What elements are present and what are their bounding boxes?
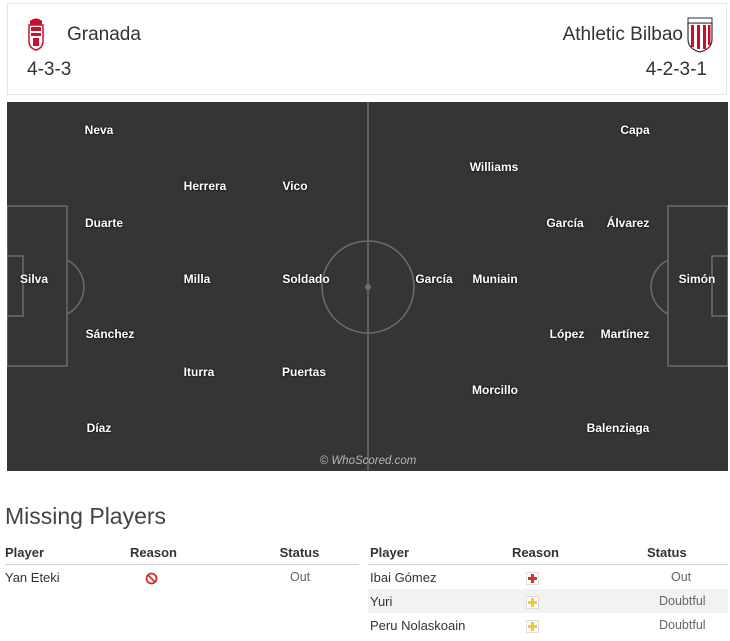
doubtful-icon [526,595,539,609]
home-player[interactable]: Díaz [86,421,112,435]
away-missing-table: Player Reason Status Ibai Gómez Out Yuri… [368,540,728,637]
missing-player-name[interactable]: Peru Nolaskoain [370,617,466,633]
home-player[interactable]: Soldado [282,272,330,286]
home-player[interactable]: Puertas [281,365,327,379]
home-team-name[interactable]: Granada [67,24,141,45]
away-player[interactable]: López [549,327,585,341]
away-player[interactable]: Muniain [472,272,518,286]
pitch-markings [7,102,728,471]
table-header-row: Player Reason Status [368,540,728,565]
away-player[interactable]: Williams [469,160,519,174]
away-player[interactable]: Morcillo [471,383,519,397]
table-row: Yan Eteki Out [5,565,359,590]
athletic-crest-icon[interactable] [686,17,714,58]
home-formation: 4-3-3 [27,59,72,80]
missing-player-name[interactable]: Ibai Gómez [370,569,437,585]
home-player[interactable]: Silva [19,272,49,286]
missing-player-name[interactable]: Yan Eteki [5,569,60,585]
table-row: Yuri Doubtful [368,589,728,613]
table-row: Ibai Gómez Out [368,565,728,590]
missing-player-status: Out [290,570,311,584]
doubtful-icon [526,619,539,633]
granada-crest-icon[interactable] [26,17,46,56]
table-header-row: Player Reason Status [5,540,359,565]
away-player[interactable]: García [546,216,584,230]
home-player[interactable]: Vico [282,179,308,193]
home-player[interactable]: Neva [84,123,114,137]
reason-column-header: Reason [498,540,583,565]
home-player[interactable]: Milla [183,272,211,286]
away-player[interactable]: Capa [620,123,650,137]
away-player[interactable]: Álvarez [606,216,650,230]
match-header: Granada 4-3-3 Athletic Bilbao 4-2-3-1 [7,3,727,95]
missing-players-title: Missing Players [5,503,167,529]
suspension-icon [145,572,158,585]
status-column-header: Status [583,540,728,565]
missing-player-status: Out [671,570,692,584]
table-row: Peru Nolaskoain Doubtful [368,613,728,637]
missing-player-status: Doubtful [659,618,706,632]
away-player[interactable]: Simón [678,272,716,286]
away-player[interactable]: García [415,272,453,286]
home-player[interactable]: Iturra [183,365,215,379]
away-player[interactable]: Martínez [600,327,650,341]
missing-player-name[interactable]: Yuri [368,589,498,613]
status-column-header: Status [180,540,359,565]
player-column-header: Player [5,540,125,565]
pitch: Neva Herrera Vico Duarte Silva Milla Sol… [7,102,728,471]
home-player[interactable]: Sánchez [85,327,135,341]
home-player[interactable]: Duarte [84,216,124,230]
home-missing-table: Player Reason Status Yan Eteki Out [5,540,359,589]
player-column-header: Player [368,540,498,565]
whoscored-watermark: © WhoScored.com [319,455,417,467]
home-player[interactable]: Herrera [183,179,227,193]
missing-player-status: Doubtful [583,589,728,613]
away-team-name[interactable]: Athletic Bilbao [562,24,683,45]
away-formation: 4-2-3-1 [645,59,707,80]
reason-column-header: Reason [125,540,180,565]
injury-icon [526,571,539,585]
away-player[interactable]: Balenziaga [586,421,650,435]
